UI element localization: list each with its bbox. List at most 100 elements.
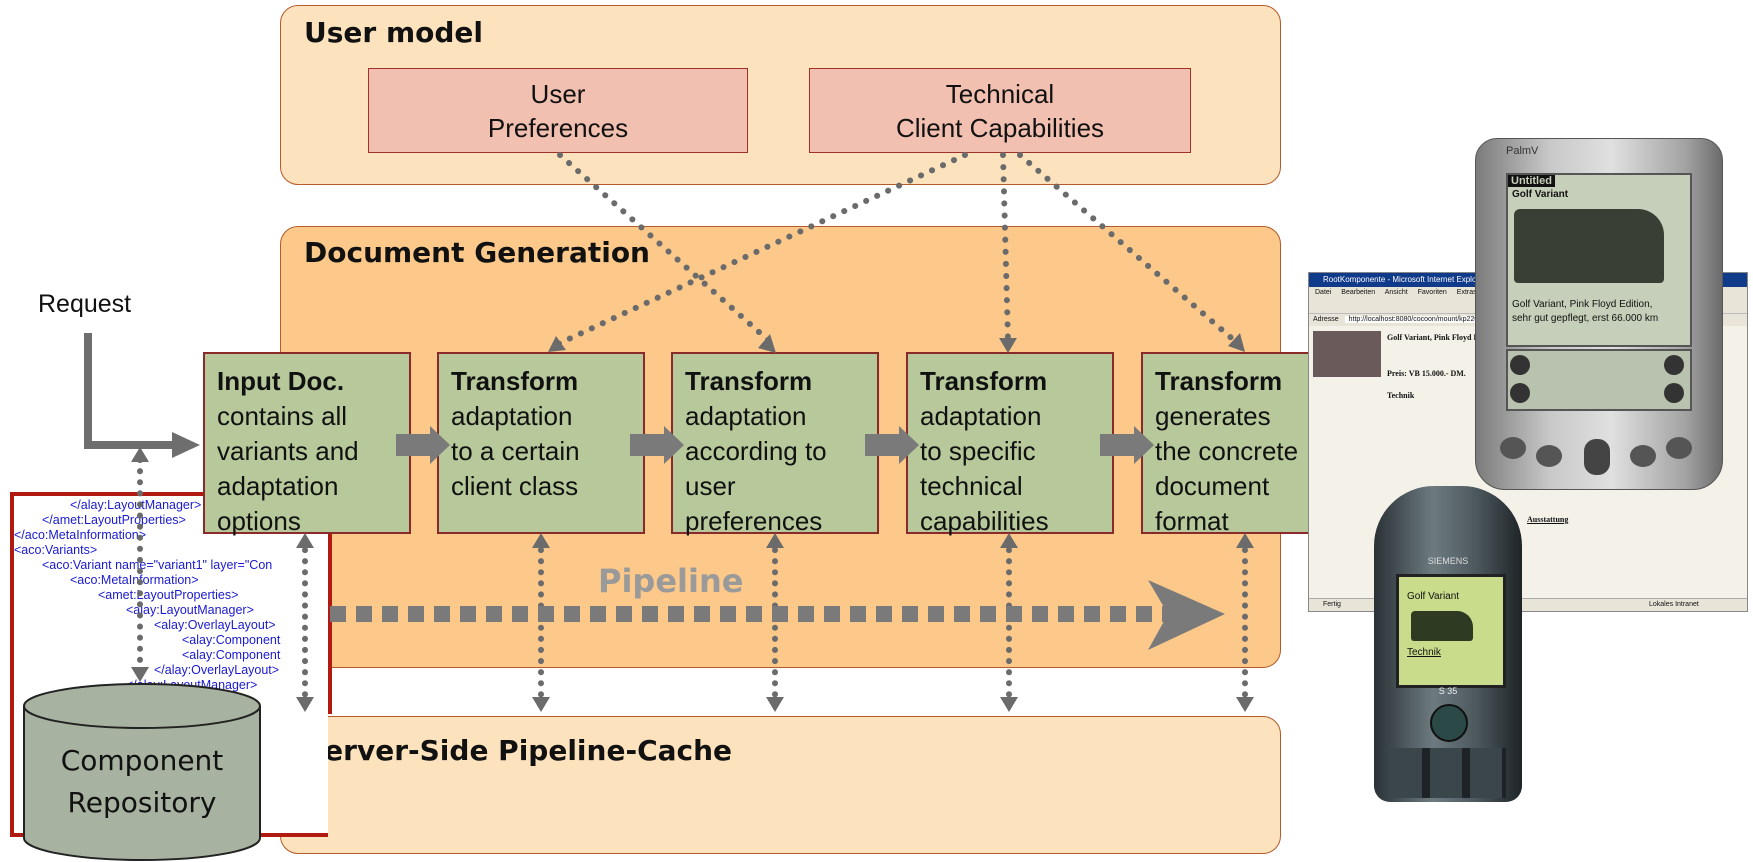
phone-keypad[interactable] [1390,748,1506,798]
stage-text: capabilities [920,506,1049,536]
user-model-dotted-arrows [555,152,1239,347]
stage-transform-user-preferences: Transform adaptation according to user p… [671,352,879,536]
phone-screen-title: Golf Variant [1407,591,1460,602]
component-repository-cylinder [23,683,261,861]
cache-dotted-arrows [137,457,1248,698]
stage-heading: Transform [451,366,579,396]
request-arrow [84,333,200,458]
pipeline-label: Pipeline [598,562,744,600]
pipeline-cache-title: Server-Side Pipeline-Cache [304,734,733,767]
xml-line: </aco:MetaInformation> [14,528,147,542]
stage-heading: Transform [920,366,1048,396]
stage-text: according to [685,436,827,466]
phone-link[interactable]: Technik [1407,647,1441,658]
palm-text-1: Golf Variant, Pink Floyd Edition, [1512,299,1653,310]
xml-line: </amet:LayoutProperties> [42,513,186,527]
palm-car-image [1514,209,1664,283]
stage-text: variants and [217,436,359,466]
palm-graffiti-area[interactable] [1506,349,1692,411]
browser-menu-item[interactable]: Datei [1315,289,1332,296]
user-preferences-line2: Preferences [487,112,629,143]
palm-button-2[interactable] [1536,445,1562,467]
phone-brand: SIEMENS [1427,556,1469,566]
stage-heading: Transform [1155,366,1283,396]
palm-home-icon[interactable] [1510,355,1530,375]
user-preferences-box: User Preferences [368,68,748,153]
xml-line: <aco:Variant name="variant1" layer="Con [42,558,273,572]
tech-label: Technik [1387,391,1415,400]
dotted-arrow-heads [548,333,1245,353]
stage-text: user [685,471,736,501]
dotted-arrow-preferences [557,152,771,343]
stage-text: client class [451,471,579,501]
palm-find-icon[interactable] [1664,383,1684,403]
address-label: Adresse [1313,316,1339,323]
section-heading: Ausstattung [1527,515,1569,524]
stage-flow-arrows [396,426,1389,464]
document-generation-title: Document Generation [304,236,650,269]
flow-arrow-3 [865,426,919,464]
browser-title: RootKomponente - Microsoft Internet Expl… [1323,275,1487,284]
siemens-phone: SIEMENS Golf Variant Technik S 35 [1374,486,1522,802]
xml-line: <aco:MetaInformation> [70,573,199,587]
user-model-title: User model [304,16,483,49]
xml-line: <alay:OverlayLayout> [154,618,276,632]
flow-arrow-4 [1100,426,1154,464]
user-preferences-line1: User [530,78,586,109]
request-label: Request [38,290,132,318]
stage-text: to specific [920,436,1036,466]
cache-arrow-heads [131,447,1254,712]
browser-menu-item[interactable]: Ansicht [1384,289,1408,296]
stage-text: adaptation [451,401,573,431]
phone-model: S 35 [1438,686,1458,696]
xml-line: </alay:LayoutManager> [70,498,202,512]
stage-input-doc: Input Doc. contains all variants and ada… [203,352,411,536]
stage-heading: Transform [685,366,813,396]
price-text: Preis: VB 15.000.- DM. [1387,369,1466,378]
flow-arrow-2 [630,426,684,464]
palm-title: Untitled [1508,175,1555,187]
stage-text: to a certain [451,436,580,466]
stage-text: preferences [685,506,823,536]
address-input[interactable]: http://localhost:8080/cocoon/mount/kp220… [1344,316,1518,323]
repository-label: Component Repository [24,740,260,824]
stage-text: document [1155,471,1270,501]
palm-apps-icon[interactable] [1664,355,1684,375]
stage-text: options [217,506,301,536]
palm-button-3[interactable] [1630,445,1656,467]
stage-heading: Input Doc. [217,366,345,396]
palm-scroll-button[interactable] [1584,439,1610,475]
stage-text: contains all [217,401,348,431]
stage-text: format [1155,506,1229,536]
xml-line: </alay:OverlayLayout> [154,663,280,677]
dotted-arrow-capabilities-technical [1000,152,1011,343]
repository-label-line1: Component [60,744,224,777]
palm-menu-icon[interactable] [1510,383,1530,403]
browser-menu-item[interactable]: Extras [1456,289,1477,296]
technical-capabilities-line1: Technical [945,78,1055,109]
status-right: Lokales Intranet [1649,601,1699,608]
stage-text: generates [1155,401,1271,431]
stage-text: adaptation [217,471,339,501]
dotted-arrow-capabilities-client-class [555,152,968,347]
pipeline-arrow [330,580,1225,650]
browser-menu-item[interactable]: Bearbeiten [1341,289,1376,296]
stage-transform-technical-capabilities: Transform adaptation to specific technic… [906,352,1114,536]
phone-nav-key[interactable] [1430,704,1468,742]
palm-text-2: sehr gut gepflegt, erst 66.000 km [1512,313,1659,324]
phone-screen: Golf Variant Technik [1396,574,1506,688]
browser-menu-item[interactable]: Favoriten [1417,289,1447,296]
pipeline-cache-panel [280,716,1281,854]
product-text: Golf Variant, Pink Floyd Edi [1387,333,1486,342]
palm-button-1[interactable] [1500,437,1526,459]
palm-button-4[interactable] [1666,437,1692,459]
car-thumbnail [1313,331,1381,377]
palm-brand: PalmV [1506,145,1539,157]
palm-screen: Untitled Golf Variant Golf Variant, Pink… [1506,173,1692,347]
status-left: Fertig [1323,601,1341,608]
palm-device: PalmV Untitled Golf Variant Golf Variant… [1475,138,1723,490]
stage-text: the concrete [1155,436,1299,466]
xml-line: <alay:LayoutManager> [126,603,254,617]
xml-source-frame-right [328,492,332,714]
